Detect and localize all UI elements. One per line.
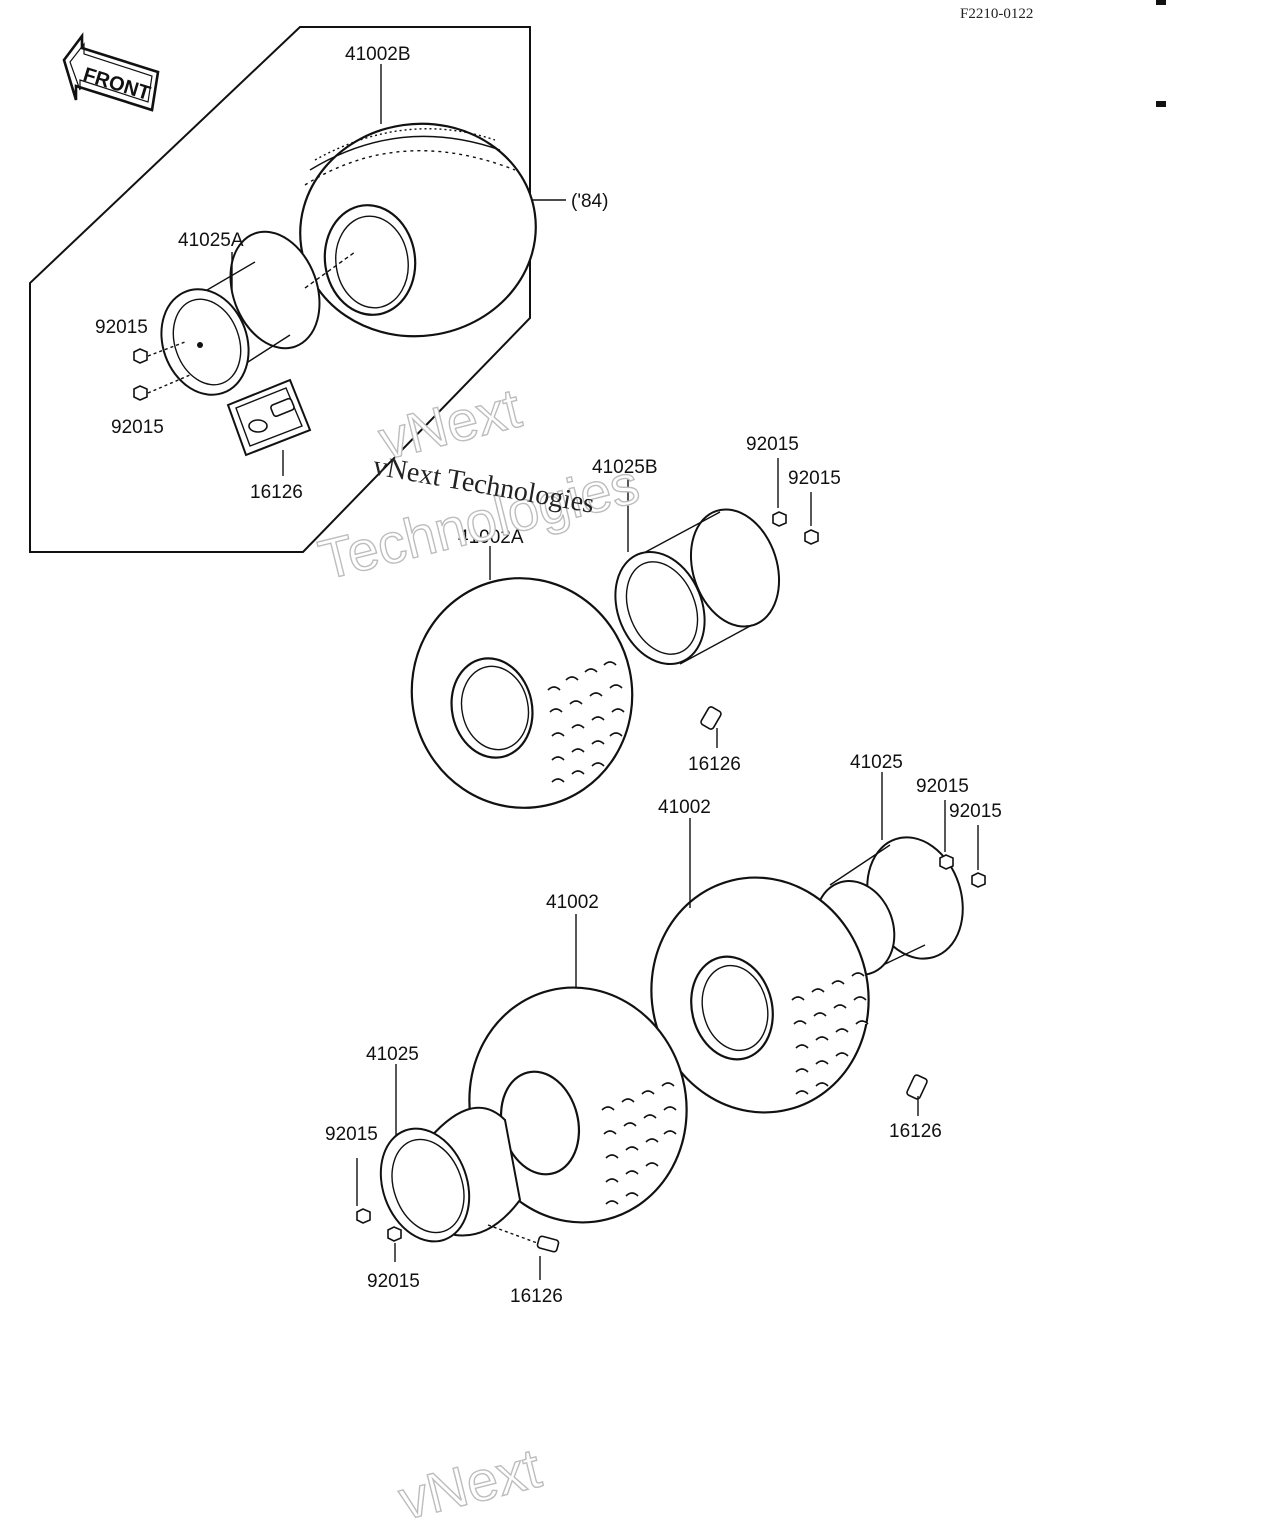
corner-mark xyxy=(1156,0,1166,5)
tread-pattern xyxy=(791,972,869,1095)
tire-41002-right xyxy=(650,876,870,1114)
variant-label: ('84) xyxy=(571,191,608,212)
document-code: F2210-0122 xyxy=(960,6,1033,22)
rim-41025b xyxy=(614,508,781,666)
rim-41025-right xyxy=(814,836,964,976)
label-rl-nut-1: 92015 xyxy=(325,1124,378,1145)
label-top-nut-2: 92015 xyxy=(111,417,164,438)
label-rl-tire: 41002 xyxy=(546,892,599,913)
label-top-valve: 16126 xyxy=(250,482,303,503)
label-rl-nut-2: 92015 xyxy=(367,1271,420,1292)
tire-41002a xyxy=(410,577,634,809)
label-rl-valve: 16126 xyxy=(510,1286,563,1307)
tire-41002b xyxy=(299,122,537,338)
valve-icon xyxy=(536,1235,560,1253)
valve-box xyxy=(226,378,312,457)
nut-icon xyxy=(133,348,148,364)
nut-icon xyxy=(133,385,148,401)
axle-line-top xyxy=(304,251,356,289)
nut-icon xyxy=(939,854,954,870)
label-top-nut-1: 92015 xyxy=(95,317,148,338)
label-mid-valve: 16126 xyxy=(688,754,741,775)
nut-leader xyxy=(147,341,186,357)
edge-mark xyxy=(1156,101,1166,107)
label-rl-rim: 41025 xyxy=(366,1044,419,1065)
nut-icon xyxy=(772,511,787,527)
valve-leader-dashed xyxy=(487,1224,541,1245)
label-mid-rim: 41025B xyxy=(592,457,658,478)
label-rr-tire: 41002 xyxy=(658,797,711,818)
watermark-vnext-bottom: vNext xyxy=(393,1436,548,1532)
rim-41025-left xyxy=(379,1106,522,1243)
label-top-tire: 41002B xyxy=(345,44,411,65)
label-rr-nut-2: 92015 xyxy=(949,801,1002,822)
valve-icon xyxy=(906,1074,928,1100)
nut-icon xyxy=(356,1208,371,1224)
valve-icon xyxy=(700,706,722,730)
label-mid-nut-2: 92015 xyxy=(788,468,841,489)
inset-boundary xyxy=(29,26,531,553)
nut-icon xyxy=(387,1226,402,1242)
tread-pattern xyxy=(547,661,625,783)
label-rr-valve: 16126 xyxy=(889,1121,942,1142)
nut-icon xyxy=(804,529,819,545)
front-arrow-icon: FRONT xyxy=(62,32,160,112)
label-mid-nut-1: 92015 xyxy=(746,434,799,455)
tread-pattern xyxy=(601,1082,677,1205)
nut-leader xyxy=(147,374,191,394)
label-rr-nut-1: 92015 xyxy=(916,776,969,797)
tire-41002-left xyxy=(468,986,688,1224)
label-rr-rim: 41025 xyxy=(850,752,903,773)
label-mid-tire: 41002A xyxy=(458,527,524,548)
label-top-rim: 41025A xyxy=(178,230,244,251)
rim-41025a xyxy=(160,230,321,396)
nut-icon xyxy=(971,872,986,888)
